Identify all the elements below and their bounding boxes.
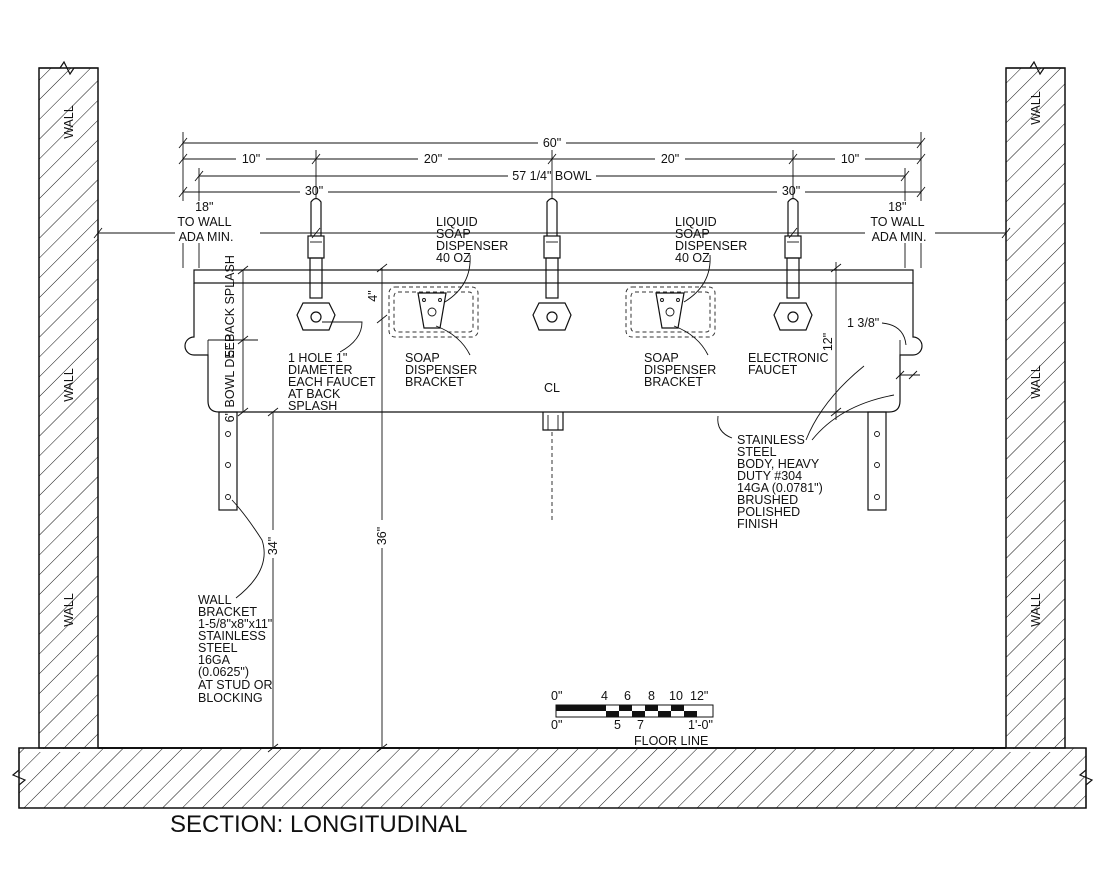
wall-labels: WALL WALL WALL WALL WALL WALL <box>62 91 1043 627</box>
to-wall-right-3: ADA MIN. <box>872 230 927 244</box>
scale-bar: 0" 4 6 8 10 12" 0" 5 7 1'-0" FLOOR LINE <box>551 689 714 748</box>
scale-bottom-label-3: 1'-0" <box>688 718 713 732</box>
sink-body: CL <box>184 269 923 520</box>
wall-label-left-1: WALL <box>62 105 76 139</box>
dim-side-left: 10" <box>242 152 260 166</box>
faucet-left <box>296 197 336 331</box>
callout-wall-bracket: WALL BRACKET 1-5/8"x8"x11" STAINLESS STE… <box>198 593 276 705</box>
dim-rim-height: 34" <box>266 537 280 555</box>
dim-edge: 1 3/8" <box>847 316 879 330</box>
wall-label-right-3: WALL <box>1029 593 1043 627</box>
svg-text:18" TO WALL ADA MI: 18" TO WALL ADA MIN. <box>177 200 234 244</box>
wall-label-left-3: WALL <box>62 593 76 627</box>
faucet-right <box>773 197 813 331</box>
dim-spout-height: 36" <box>375 527 389 545</box>
callout-electronic-faucet: ELECTRONIC FAUCET <box>748 351 832 377</box>
scale-bottom-label-0: 0" <box>551 718 562 732</box>
callouts: LIQUID SOAP DISPENSER 40 OZ LIQUID SOAP … <box>198 215 895 705</box>
faucet-center <box>532 197 572 331</box>
scale-bottom-label-1: 5 <box>614 718 621 732</box>
vertical-dimensions: 5" BACK SPLASH 6" BOWL DEEP 34" 36" 4" 1… <box>208 255 920 753</box>
drawing-title: SECTION: LONGITUDINAL <box>170 811 467 838</box>
scale-top-label-0: 0" <box>551 689 562 703</box>
dim-faucet-right: 30" <box>782 184 800 198</box>
floor-line-label: FLOOR LINE <box>634 734 708 748</box>
callout-bracket-right: SOAP DISPENSER BRACKET <box>644 351 720 389</box>
scale-top-label-3: 8 <box>648 689 655 703</box>
callout-bracket-left: SOAP DISPENSER BRACKET <box>405 351 481 389</box>
scale-top-label-5: 12" <box>690 689 708 703</box>
dim-backsplash-gap: 4" <box>366 290 380 301</box>
dim-front-height: 12" <box>821 333 835 351</box>
dim-side-right: 10" <box>841 152 859 166</box>
right-wall <box>1005 67 1066 749</box>
to-wall-right-2: TO WALL <box>870 215 924 229</box>
wall-label-right-2: WALL <box>1029 365 1043 399</box>
scale-top-label-1: 4 <box>601 689 608 703</box>
scale-top-label-2: 6 <box>624 689 631 703</box>
centerline-symbol: CL <box>544 381 560 395</box>
callout-faucet-hole: 1 HOLE 1" DIAMETER EACH FAUCET AT BACK S… <box>288 351 379 413</box>
dim-mid-right: 20" <box>661 152 679 166</box>
callout-soap-left: LIQUID SOAP DISPENSER 40 OZ <box>436 215 512 265</box>
wall-label-left-2: WALL <box>62 368 76 402</box>
callout-body: STAINLESS STEEL BODY, HEAVY DUTY #304 14… <box>737 433 826 531</box>
dim-overall: 60" <box>543 136 561 150</box>
svg-text:18" TO WALL ADA MI: 18" TO WALL ADA MIN. <box>870 200 927 244</box>
top-dimensions: 60" 10" 20" 20" 10" 57 1/4" BOWL 30" 30" <box>93 132 1011 268</box>
dim-backsplash: 5" BACK SPLASH <box>223 255 237 357</box>
scale-top-label-4: 10 <box>669 689 683 703</box>
to-wall-left-2: TO WALL <box>177 215 231 229</box>
dim-mid-left: 20" <box>424 152 442 166</box>
faucets <box>296 197 813 331</box>
to-wall-right-1: 18" <box>888 200 906 214</box>
wall-label-right-1: WALL <box>1029 91 1043 125</box>
dim-faucet-left: 30" <box>305 184 323 198</box>
to-wall-left-3: ADA MIN. <box>179 230 234 244</box>
wall-brackets <box>218 411 887 511</box>
scale-bottom-label-2: 7 <box>637 718 644 732</box>
left-wall <box>38 67 99 749</box>
dim-bowl-deep: 6" BOWL DEEP <box>223 334 237 423</box>
to-wall-left-1: 18" <box>195 200 213 214</box>
floor-slab <box>18 747 1087 809</box>
callout-soap-right: LIQUID SOAP DISPENSER 40 OZ <box>675 215 751 265</box>
walls-and-floor <box>11 60 1094 809</box>
